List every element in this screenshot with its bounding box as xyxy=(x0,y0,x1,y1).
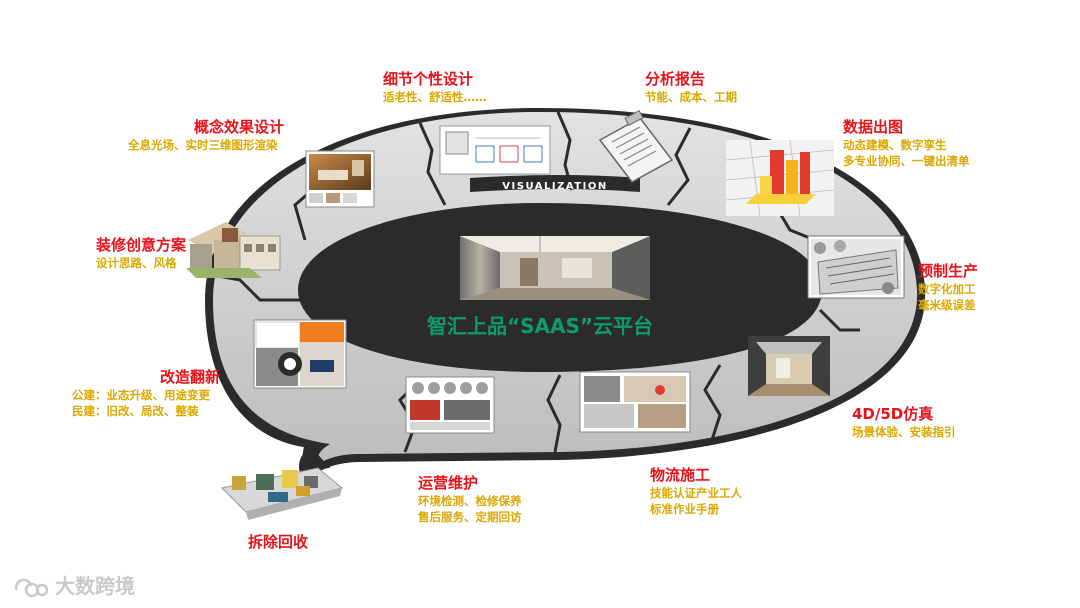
stage-title: 装修创意方案 xyxy=(96,236,186,255)
thumb-operations xyxy=(406,377,494,433)
stage-demolition: 拆除回收 xyxy=(248,533,308,552)
stage-analysis-report: 分析报告 节能、成本、工期 xyxy=(645,70,737,105)
stage-detail-design: 细节个性设计 适老性、舒适性…… xyxy=(383,70,487,105)
stage-title: 4D/5D仿真 xyxy=(852,405,956,424)
stage-subtitle: 毫米级误差 xyxy=(918,297,978,313)
stage-renovation: 改造翻新 公建：业态升级、用途变更 民建：旧改、局改、整装 xyxy=(160,368,220,419)
stage-subtitle: 环境检测、检修保养 xyxy=(418,493,522,509)
stage-title: 概念效果设计 xyxy=(194,118,284,137)
stage-title: 数据出图 xyxy=(843,118,970,137)
thumb-4d-simulation xyxy=(748,336,830,396)
stage-subtitle: 数字化加工 xyxy=(918,281,978,297)
stage-subtitle: 适老性、舒适性…… xyxy=(383,89,487,105)
stage-subtitle: 标准作业手册 xyxy=(650,501,742,517)
stage-subtitle: 全息光场、实时三维图形渲染 xyxy=(128,137,284,153)
stage-subtitle: 技能认证产业工人 xyxy=(650,485,742,501)
stage-title: 改造翻新 xyxy=(160,368,220,387)
stage-concept-design: 概念效果设计 全息光场、实时三维图形渲染 xyxy=(194,118,284,153)
thumb-detail-design xyxy=(440,126,550,174)
stage-title: 物流施工 xyxy=(650,466,742,485)
stage-4d-simulation: 4D/5D仿真 场景体验、安装指引 xyxy=(852,405,956,440)
thumb-logistics xyxy=(580,372,690,432)
stage-subtitle: 多专业协同、一键出清单 xyxy=(843,153,970,169)
stage-title: 运营维护 xyxy=(418,474,522,493)
thumb-concept-render xyxy=(306,151,374,207)
stage-prefab-production: 预制生产 数字化加工 毫米级误差 xyxy=(918,262,978,313)
center-title: 智汇上品“SAAS”云平台 xyxy=(420,312,660,340)
stage-subtitle: 场景体验、安装指引 xyxy=(852,424,956,440)
stage-title: 预制生产 xyxy=(918,262,978,281)
ring-label: VISUALIZATION xyxy=(502,181,607,192)
stage-subtitle: 节能、成本、工期 xyxy=(645,89,737,105)
watermark-text: 大数跨境 xyxy=(55,574,135,598)
thumb-demolition xyxy=(222,468,342,520)
stage-data-output: 数据出图 动态建模、数字孪生 多专业协同、一键出清单 xyxy=(843,118,970,169)
stage-subtitle: 设计思路、风格 xyxy=(96,255,186,271)
thumb-data-output xyxy=(726,140,834,216)
watermark: 大数跨境 xyxy=(12,572,135,600)
stage-title: 细节个性设计 xyxy=(383,70,487,89)
stage-subtitle: 民建：旧改、局改、整装 xyxy=(72,403,220,419)
stage-title: 分析报告 xyxy=(645,70,737,89)
stage-subtitle: 公建：业态升级、用途变更 xyxy=(72,387,220,403)
center-room-render xyxy=(460,236,650,300)
stage-subtitle: 动态建模、数字孪生 xyxy=(843,137,970,153)
thumb-prefab-production xyxy=(808,236,904,298)
thumb-renovation xyxy=(254,320,346,388)
stage-operations: 运营维护 环境检测、检修保养 售后服务、定期回访 xyxy=(418,474,522,525)
watermark-logo-icon xyxy=(12,576,48,600)
stage-subtitle: 售后服务、定期回访 xyxy=(418,509,522,525)
stage-logistics: 物流施工 技能认证产业工人 标准作业手册 xyxy=(650,466,742,517)
stage-title: 拆除回收 xyxy=(248,533,308,552)
stage-creative-plan: 装修创意方案 设计思路、风格 xyxy=(96,236,186,271)
